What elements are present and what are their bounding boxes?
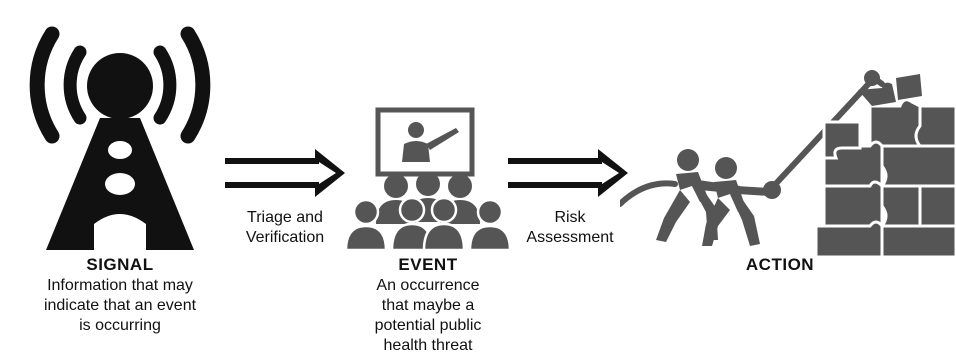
- double-arrow-icon: [508, 149, 628, 197]
- presentation-audience-icon: [344, 107, 512, 252]
- arrow-label-line: Risk: [554, 209, 586, 226]
- arrow-label-line: Triage and: [247, 209, 323, 226]
- triage-verification-label: Triage and Verification: [225, 208, 345, 248]
- signal-description-line: indicate that an event: [43, 297, 197, 314]
- double-arrow-icon: [225, 149, 345, 197]
- signal-description: Information that may indicate that an ev…: [10, 276, 230, 336]
- signal-description-line: is occurring: [79, 317, 161, 334]
- arrow-label-line: Assessment: [526, 229, 614, 246]
- event-description-line: health threat: [383, 337, 473, 354]
- arrow-label-line: Verification: [245, 229, 325, 246]
- event-description-line: An occurrence: [376, 277, 480, 294]
- event-description-line: potential public: [374, 317, 482, 334]
- radio-tower-icon: [29, 26, 211, 250]
- signal-title: SIGNAL: [86, 255, 154, 274]
- event-description-line: that maybe a: [381, 297, 475, 314]
- signal-description-line: Information that may: [47, 277, 193, 294]
- risk-assessment-label: Risk Assessment: [510, 208, 630, 248]
- team-pulling-puzzle-icon: [620, 70, 956, 257]
- event-description: An occurrence that maybe a potential pub…: [338, 276, 518, 356]
- event-title: EVENT: [398, 255, 458, 274]
- action-title: ACTION: [745, 255, 815, 274]
